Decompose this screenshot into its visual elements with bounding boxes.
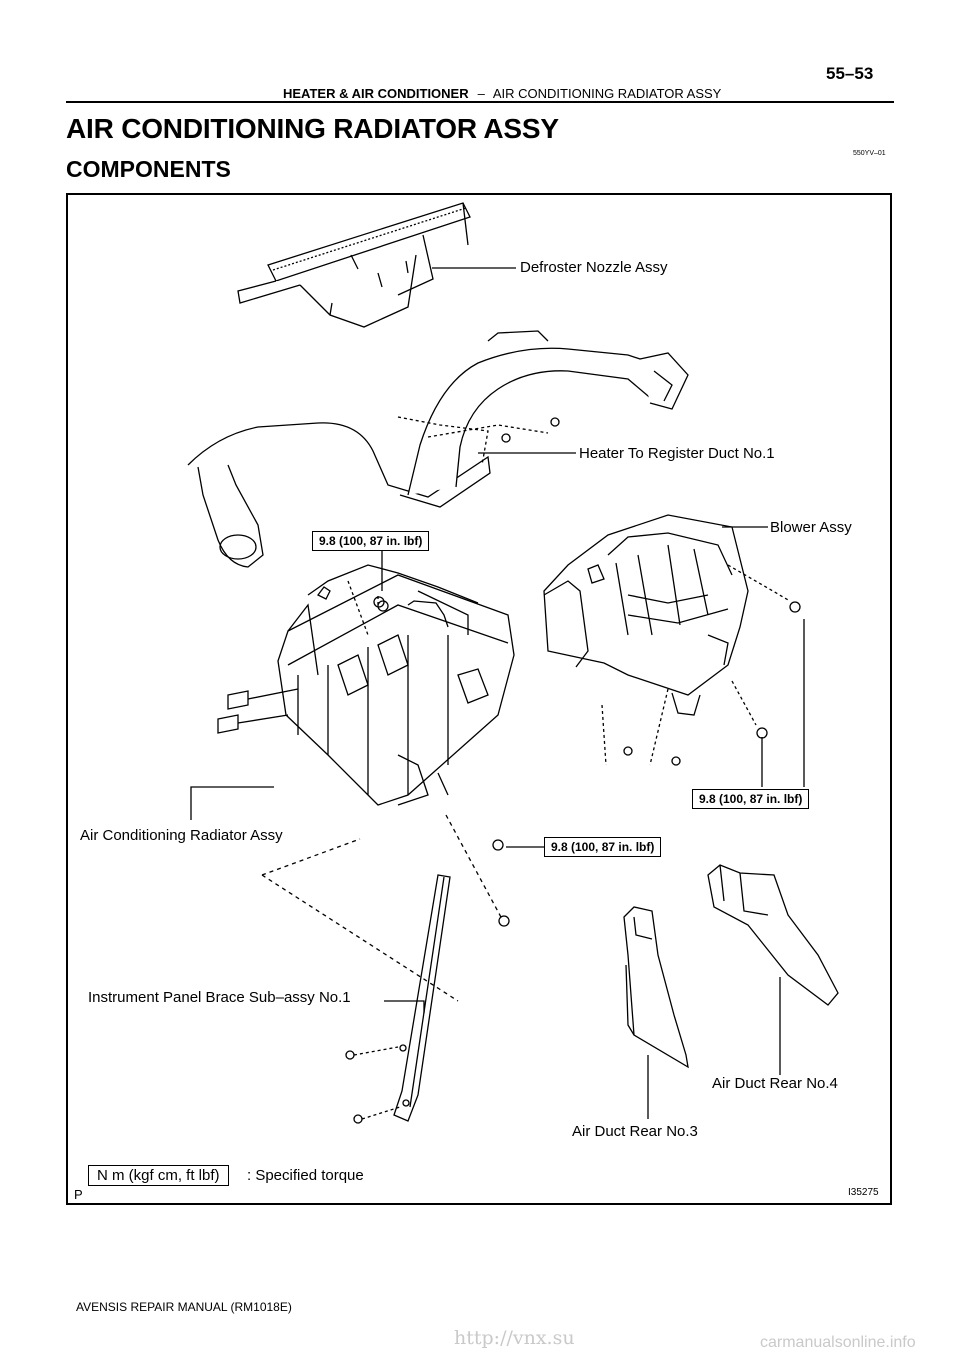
leader-radiator [190, 786, 274, 820]
label-defroster-nozzle: Defroster Nozzle Assy [520, 259, 668, 276]
label-blower-assy: Blower Assy [770, 519, 852, 536]
running-header: HEATER & AIR CONDITIONER–AIR CONDITIONIN… [283, 86, 721, 101]
air-duct-rear-4-drawing [707, 864, 839, 1006]
components-figure: Defroster Nozzle Assy Heater To Register… [66, 193, 892, 1205]
header-separator: – [477, 86, 485, 101]
figure-code: I35275 [848, 1187, 879, 1198]
page-number: 55–53 [826, 64, 874, 83]
leader-lines [190, 267, 805, 1119]
watermark-link[interactable]: http://vnx.su [454, 1327, 575, 1349]
header-rule [66, 101, 894, 103]
torque-spec-3: 9.8 (100, 87 in. lbf) [544, 837, 662, 857]
section-title: COMPONENTS [66, 156, 231, 182]
document-code: 550YV–01 [853, 150, 886, 157]
defroster-nozzle-drawing [237, 202, 471, 328]
components-illustration [187, 202, 839, 1124]
label-air-duct-rear-3: Air Duct Rear No.3 [572, 1123, 698, 1140]
radiator-assy-drawing [217, 564, 515, 806]
label-brace: Instrument Panel Brace Sub–assy No.1 [88, 989, 351, 1006]
leader-torque-2 [761, 619, 805, 787]
air-duct-rear-3-drawing [623, 906, 689, 1069]
leader-brace [384, 1000, 425, 1013]
blower-assy-drawing [543, 514, 801, 766]
torque-spec-1: 9.8 (100, 87 in. lbf) [312, 531, 430, 551]
header-subsection: AIR CONDITIONING RADIATOR ASSY [492, 86, 722, 101]
footer-manual-id: AVENSIS REPAIR MANUAL (RM1018E) [76, 1300, 292, 1314]
torque-legend-text: : Specified torque [247, 1167, 364, 1184]
torque-spec-2: 9.8 (100, 87 in. lbf) [692, 789, 810, 809]
page-title: AIR CONDITIONING RADIATOR ASSY [66, 113, 559, 144]
watermark-site: carmanualsonline.info [760, 1334, 916, 1351]
label-air-duct-rear-4: Air Duct Rear No.4 [712, 1075, 838, 1092]
torque-legend-unit: N m (kgf cm, ft lbf) [88, 1165, 229, 1186]
heater-duct-drawing [187, 330, 689, 568]
figure-corner-mark: P [74, 1187, 83, 1202]
header-section: HEATER & AIR CONDITIONER [283, 86, 469, 101]
label-radiator-assy: Air Conditioning Radiator Assy [80, 827, 283, 844]
brace-drawing [261, 580, 510, 1124]
label-heater-duct: Heater To Register Duct No.1 [579, 445, 775, 462]
